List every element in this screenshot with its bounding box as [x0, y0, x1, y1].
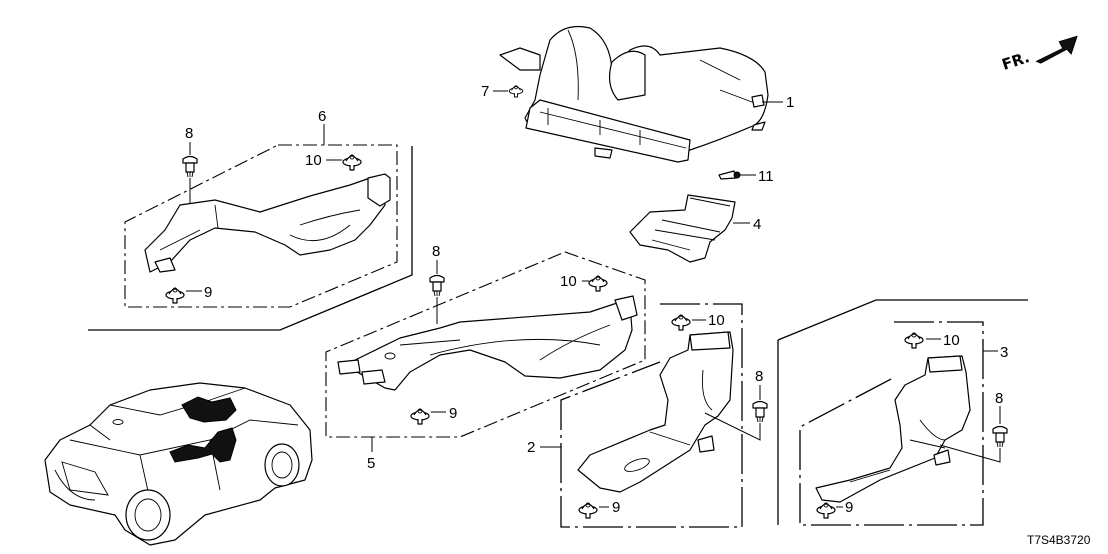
clip-8-group2[interactable]: [704, 400, 768, 441]
svg-text:8: 8: [432, 243, 440, 260]
clip-8-group6[interactable]: [182, 155, 198, 204]
clip-7[interactable]: [508, 85, 524, 98]
svg-text:6: 6: [318, 108, 326, 125]
vehicle-locator-illustration: [44, 382, 313, 546]
group-5-frame: 5: [325, 251, 646, 472]
callout-4: 4: [733, 216, 761, 233]
clip-10-group5[interactable]: [588, 275, 608, 292]
svg-text:9: 9: [449, 405, 457, 422]
clip-9-group3[interactable]: [816, 502, 836, 519]
front-label: FR.: [1000, 48, 1032, 74]
clip-9-group2[interactable]: [578, 502, 598, 519]
screw-11[interactable]: [718, 170, 741, 180]
group-6-frame: 6: [88, 108, 413, 331]
callout-11: 11: [740, 168, 774, 185]
svg-text:10: 10: [943, 332, 960, 349]
part-3-duct[interactable]: [815, 355, 971, 503]
clip-8-group5[interactable]: [429, 274, 445, 325]
svg-text:7: 7: [481, 83, 489, 100]
clip-10-group2[interactable]: [671, 314, 691, 331]
svg-text:8: 8: [185, 125, 193, 142]
part-5-duct[interactable]: [337, 295, 638, 391]
part-6-duct[interactable]: [144, 173, 391, 273]
front-direction-indicator: FR.: [1000, 35, 1078, 74]
callout-10-group5: 10: [560, 273, 589, 290]
callout-8-group6: 8: [185, 125, 193, 155]
clip-10-group3[interactable]: [904, 332, 924, 349]
group-3-frame: 3: [777, 299, 1028, 526]
clip-10-group6[interactable]: [342, 154, 362, 171]
callout-1: 1: [762, 94, 794, 111]
clip-9-group6[interactable]: [165, 287, 185, 304]
callout-10-group2: 10: [692, 312, 725, 329]
callout-7: 7: [481, 83, 508, 100]
arrow-right-up-icon: [1035, 35, 1078, 64]
callout-9-group2: 9: [599, 499, 620, 516]
callout-9-group5: 9: [431, 405, 457, 422]
group-2-frame: 2: [527, 303, 743, 528]
callout-10-group3: 10: [926, 332, 960, 349]
svg-text:9: 9: [612, 499, 620, 516]
svg-text:3: 3: [1000, 344, 1008, 361]
callout-9-group3: 9: [836, 499, 853, 516]
callout-8-group3: 8: [995, 390, 1003, 424]
callout-9-group6: 9: [186, 284, 212, 301]
diagram-code: T7S4B3720: [1027, 533, 1091, 547]
svg-text:8: 8: [995, 390, 1003, 407]
svg-text:1: 1: [786, 94, 794, 111]
svg-text:2: 2: [527, 439, 535, 456]
svg-text:11: 11: [758, 168, 774, 185]
svg-text:10: 10: [560, 273, 577, 290]
svg-text:4: 4: [753, 216, 761, 233]
part-2-duct[interactable]: [577, 331, 734, 493]
svg-text:10: 10: [305, 152, 322, 169]
callout-10-group6: 10: [305, 152, 342, 169]
callout-8-group5: 8: [432, 243, 440, 274]
svg-text:8: 8: [755, 368, 763, 385]
svg-text:9: 9: [204, 284, 212, 301]
svg-text:9: 9: [845, 499, 853, 516]
part-1-main-duct[interactable]: [499, 25, 769, 163]
callout-8-group2: 8: [755, 368, 763, 400]
clip-8-group3[interactable]: [939, 425, 1008, 463]
clip-9-group5[interactable]: [410, 408, 430, 425]
svg-text:5: 5: [367, 455, 375, 472]
svg-text:10: 10: [708, 312, 725, 329]
part-4-duct[interactable]: [629, 194, 736, 263]
